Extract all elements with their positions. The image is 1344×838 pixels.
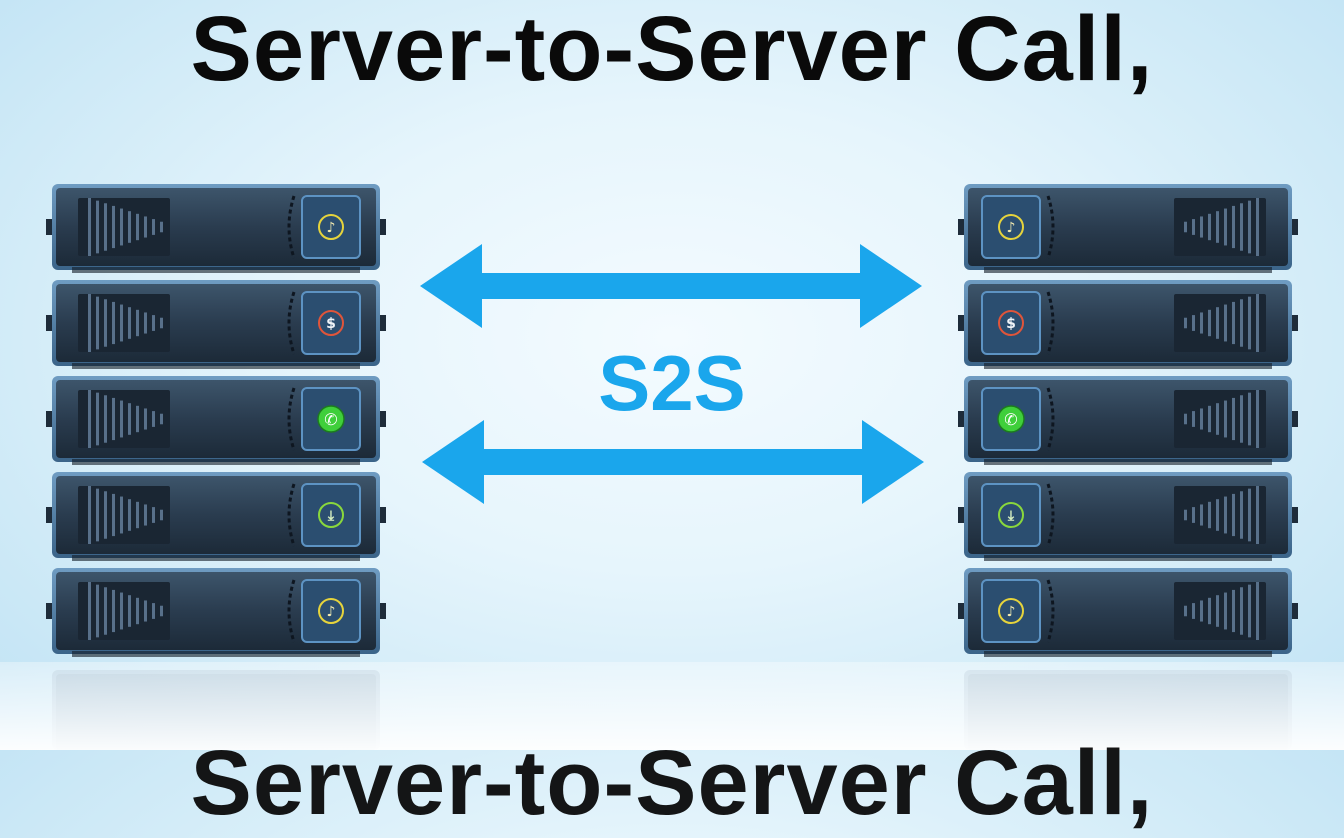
s2s-label: S2S (598, 339, 746, 427)
right-server-unit-4: ⤓ (958, 472, 1298, 561)
phone-icon: ✆ (981, 387, 1041, 451)
music-note-icon: ♪ (301, 195, 361, 259)
svg-text:⤓: ⤓ (327, 508, 335, 524)
music-note-icon: ♪ (981, 195, 1041, 259)
dollar-icon: $ (981, 291, 1041, 355)
vent-grille (78, 294, 170, 352)
bottom-double-arrow (422, 420, 924, 504)
svg-text:♪: ♪ (327, 604, 336, 620)
left-server-unit-5: ♪ (46, 568, 386, 657)
right-server-unit-2: $ (958, 280, 1298, 369)
svg-text:♪: ♪ (1007, 604, 1016, 620)
title-reflection: Server-to-Server Call, (190, 732, 1154, 834)
page-title: Server-to-Server Call, (190, 0, 1154, 100)
vent-grille (1174, 582, 1266, 640)
svg-text:✆: ✆ (324, 410, 337, 429)
svg-text:⤓: ⤓ (1007, 508, 1015, 524)
vent-grille (78, 582, 170, 640)
dollar-icon: $ (301, 291, 361, 355)
svg-text:♪: ♪ (327, 220, 336, 236)
svg-text:✆: ✆ (1004, 410, 1017, 429)
download-icon: ⤓ (981, 483, 1041, 547)
top-double-arrow (420, 244, 922, 328)
svg-text:$: $ (1006, 316, 1016, 332)
vent-grille (78, 486, 170, 544)
right-server-unit-1: ♪ (958, 184, 1298, 273)
vent-grille (1174, 390, 1266, 448)
vent-grille (1174, 198, 1266, 256)
download-icon: ⤓ (301, 483, 361, 547)
right-server-unit-3: ✆ (958, 376, 1298, 465)
left-server-unit-1: ♪ (46, 184, 386, 273)
diagram-canvas: ♪ $ ✆ ⤓ ♪ ♪ $ ✆ ⤓ ♪ (0, 184, 1344, 750)
floor-reflection (0, 662, 1344, 750)
left-server-stack: ♪ $ ✆ ⤓ ♪ (46, 184, 386, 750)
vent-grille (78, 390, 170, 448)
vent-grille (1174, 294, 1266, 352)
music-note-icon: ♪ (301, 579, 361, 643)
left-server-unit-3: ✆ (46, 376, 386, 465)
phone-icon: ✆ (301, 387, 361, 451)
left-server-unit-4: ⤓ (46, 472, 386, 561)
svg-text:♪: ♪ (1007, 220, 1016, 236)
vent-grille (78, 198, 170, 256)
right-server-unit-5: ♪ (958, 568, 1298, 657)
vent-grille (1174, 486, 1266, 544)
left-server-unit-2: $ (46, 280, 386, 369)
svg-text:$: $ (326, 316, 336, 332)
music-note-icon: ♪ (981, 579, 1041, 643)
